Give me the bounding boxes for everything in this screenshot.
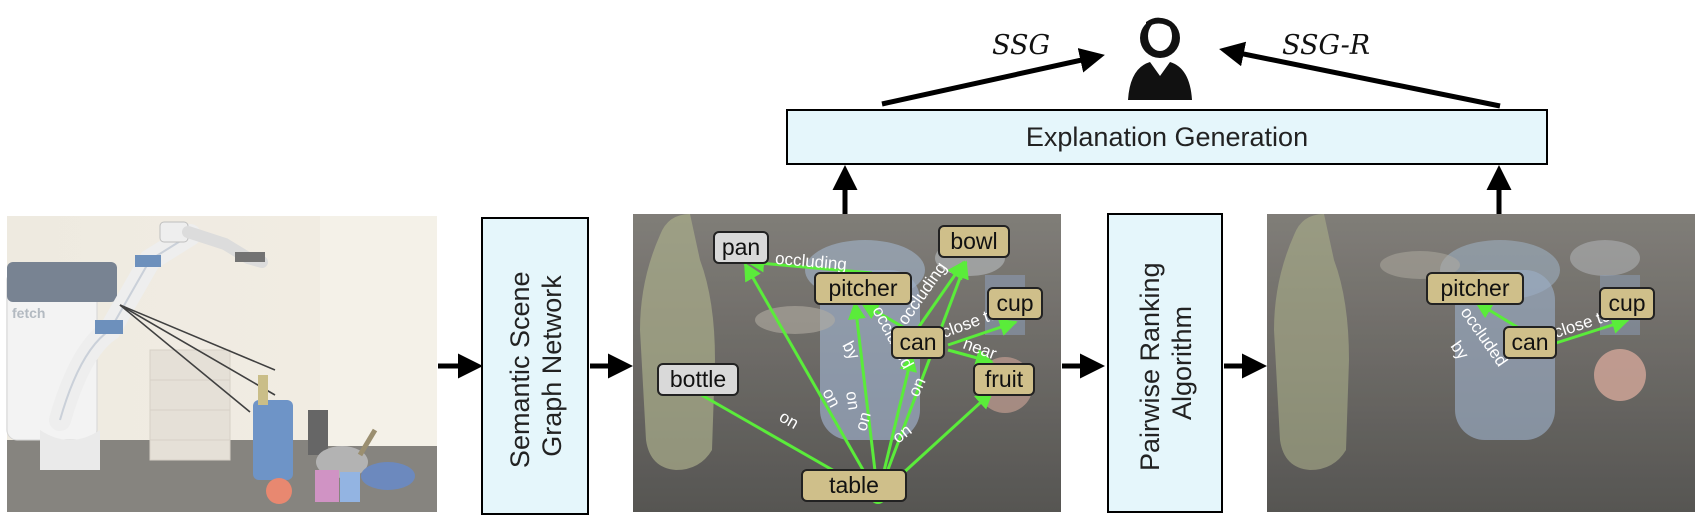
edge-label-on-pitcher: on	[842, 390, 863, 411]
explanation-generation-box: Explanation Generation	[786, 109, 1548, 165]
node2-can-label: can	[1511, 329, 1548, 355]
edge-can-fruit	[947, 348, 994, 367]
edge-can-cup	[947, 318, 1018, 347]
ssgr-label: SSG-R	[1282, 30, 1370, 61]
user-icon	[1128, 17, 1192, 100]
node-bottle: bottle	[657, 363, 739, 396]
graph2-edges	[1474, 300, 1630, 345]
node2-pitcher: pitcher	[1426, 272, 1524, 305]
ssg-network-label: Semantic Scene Graph Network	[505, 264, 567, 468]
edge2-can-pitcher	[1474, 300, 1523, 332]
scene-graph-2: occluded by close to pitcher can cup	[1267, 214, 1695, 512]
edge2-can-cup	[1555, 316, 1630, 345]
scene-graph-1: occluding occluding occluded by close to…	[633, 214, 1061, 512]
graph1-edges	[697, 254, 1018, 498]
edge-table-pitcher	[847, 301, 880, 497]
edge-can-bowl	[916, 260, 966, 329]
robot-scene-photo: fetch	[6, 216, 437, 512]
edge-table-pan	[743, 262, 880, 497]
pairwise-ranking-label: Pairwise Ranking Algorithm	[1135, 255, 1197, 471]
explanation-generation-label: Explanation Generation	[1026, 122, 1308, 152]
robot-logo-text: fetch	[12, 305, 45, 321]
graph1-nodes: pan pitcher bowl cup can bottle	[657, 225, 1043, 502]
edge-label-on-can: on	[852, 410, 875, 433]
node-fruit: fruit	[973, 363, 1035, 396]
node-bowl-label: bowl	[950, 228, 997, 254]
arrow-ssg-to-user	[881, 48, 1105, 107]
edge-pitcher-pan	[746, 254, 873, 275]
node2-pitcher-label: pitcher	[1440, 275, 1509, 301]
node-can-label: can	[899, 329, 936, 355]
ssg-network-label-line1: Semantic Scene	[505, 271, 535, 468]
pairwise-ranking-label-line2: Algorithm	[1167, 306, 1197, 420]
node-pitcher-label: pitcher	[828, 275, 897, 301]
node-table-label: table	[829, 472, 879, 498]
node2-cup-label: cup	[1608, 290, 1645, 316]
ssg-network-label-line2: Graph Network	[537, 275, 567, 457]
node-cup-label: cup	[996, 290, 1033, 316]
edge-table-bowl	[876, 260, 969, 497]
node2-cup: cup	[1599, 287, 1655, 320]
pairwise-ranking-box: Pairwise Ranking Algorithm	[1107, 213, 1223, 513]
node-can: can	[891, 326, 945, 359]
ssg-network-box: Semantic Scene Graph Network	[481, 217, 589, 515]
graph2-nodes: pitcher can cup	[1426, 272, 1655, 359]
ssg-label: SSG	[992, 30, 1050, 61]
node-table: table	[801, 469, 907, 502]
node-fruit-label: fruit	[985, 366, 1024, 392]
node-bowl: bowl	[938, 225, 1010, 258]
arrow-ssgr-to-user	[1219, 41, 1501, 109]
node2-can: can	[1503, 326, 1557, 359]
node-bottle-label: bottle	[670, 366, 726, 392]
node-pan-label: pan	[722, 234, 760, 260]
node-pitcher: pitcher	[814, 272, 912, 305]
node-cup: cup	[987, 287, 1043, 320]
node-pan: pan	[713, 231, 769, 264]
edge-can-pitcher	[860, 301, 909, 332]
pairwise-ranking-label-line1: Pairwise Ranking	[1135, 262, 1165, 471]
